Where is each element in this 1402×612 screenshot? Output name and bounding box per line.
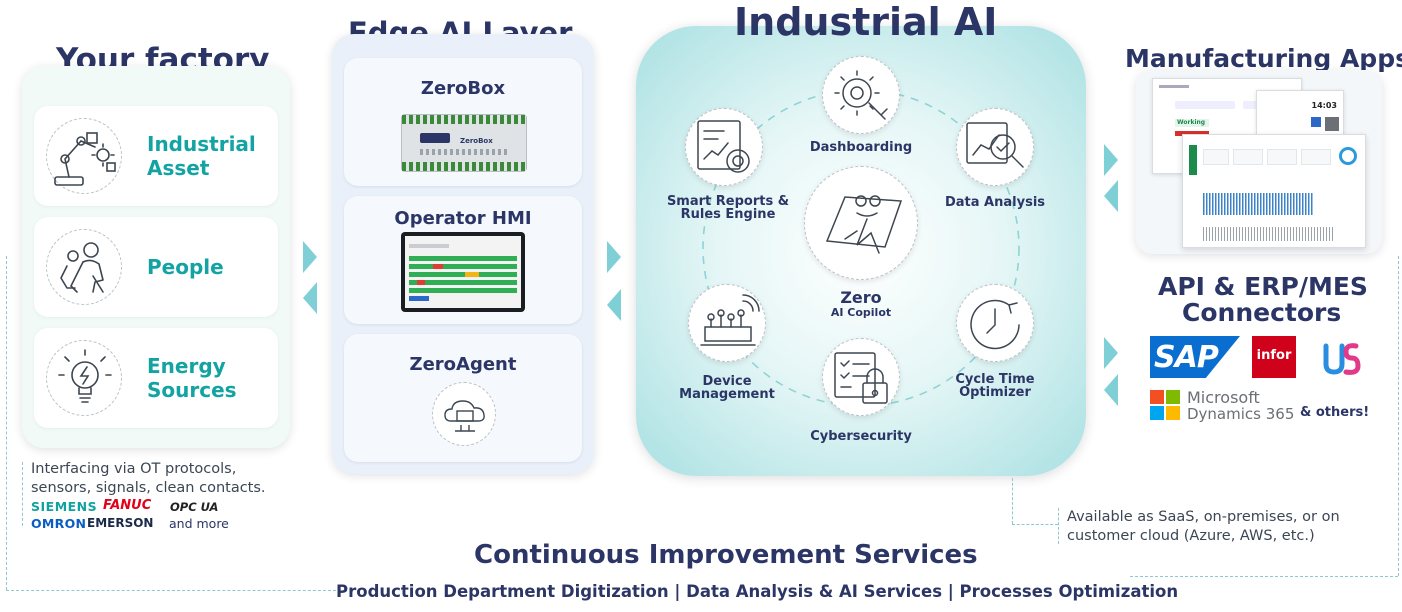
zerobox-device-label: ZeroBox	[460, 137, 493, 145]
sap-logo: SAP	[1150, 336, 1240, 378]
arrow-right-icon	[303, 241, 317, 273]
ai-node-smart-reports[interactable]	[685, 108, 763, 186]
people-icon	[46, 229, 122, 305]
and-more-text: and more	[169, 516, 229, 531]
emerson-logo: EMERSON	[87, 516, 154, 530]
others-text: & others!	[1300, 405, 1370, 420]
cloud-computer-icon	[432, 382, 496, 446]
app-status: Working	[1175, 119, 1209, 127]
ai-node-cycle-time-optimizer[interactable]	[956, 284, 1034, 362]
connectors-title-line1: API & ERP/MES	[1158, 272, 1368, 301]
ai-title: Industrial AI	[734, 0, 998, 44]
ai-node-device-management[interactable]	[688, 284, 766, 362]
sap-logo-text: SAP	[1154, 340, 1219, 375]
factory-note-line2: sensors, signals, clean contacts.	[31, 480, 266, 496]
factory-item-label: Energy	[147, 354, 226, 378]
ai-node-label: Smart Reports &	[666, 194, 790, 209]
arrow-right-icon	[1104, 144, 1118, 176]
ai-node-data-analysis[interactable]	[956, 108, 1034, 186]
arrow-left-icon	[1104, 374, 1118, 406]
availability-line2: customer cloud (Azure, AWS, etc.)	[1067, 528, 1315, 544]
services-loop-right	[1398, 256, 1399, 576]
arrow-right-icon	[1104, 337, 1118, 369]
app-clock: 14:03	[1311, 101, 1337, 110]
copilot-subtitle: AI Copilot	[830, 306, 892, 319]
edge-panel: ZeroBox ZeroBox Operator HMI	[332, 34, 594, 474]
availability-divider	[1058, 508, 1059, 544]
ai-node-label: Device	[702, 374, 752, 389]
factory-item-people[interactable]: People	[34, 217, 278, 317]
copilot-title: Zero	[840, 288, 882, 307]
hmi-screen-image	[401, 232, 525, 312]
arrow-left-icon	[303, 282, 317, 314]
services-subtitle: Production Department Digitization | Dat…	[336, 582, 1179, 601]
microsoft-logo	[1150, 390, 1180, 420]
lightbulb-icon	[46, 340, 122, 416]
robot-arm-icon	[46, 118, 122, 194]
factory-item-label: People	[147, 255, 224, 279]
infor-logo-text: infor	[1256, 348, 1292, 363]
availability-line1: Available as SaaS, on-premises, or on	[1067, 509, 1340, 525]
arrow-right-icon	[607, 241, 621, 273]
ai-node-cybersecurity[interactable]	[822, 338, 900, 416]
ai-node-label: Cybersecurity	[810, 429, 912, 444]
services-loop-left	[6, 256, 7, 590]
edge-item-label: ZeroBox	[420, 78, 506, 99]
factory-item-industrial-asset[interactable]: Industrial Asset	[34, 106, 278, 206]
ai-node-label: Management	[679, 387, 775, 402]
ai-node-label: Rules Engine	[680, 207, 776, 222]
services-loop-bottom-right	[1130, 576, 1398, 577]
siemens-logo: SIEMENS	[31, 499, 98, 514]
app-screenshot	[1182, 134, 1366, 248]
tulip-logo	[1320, 336, 1362, 378]
ai-node-label: Cycle Time	[955, 372, 1035, 387]
services-loop-bottom-left	[6, 590, 336, 591]
edge-item-label: Operator HMI	[394, 208, 532, 229]
ai-node-label: Optimizer	[959, 385, 1031, 400]
omron-logo: OMRON	[31, 516, 87, 531]
factory-item-label: Industrial	[147, 132, 256, 156]
services-title: Continuous Improvement Services	[474, 540, 978, 570]
availability-connector	[1012, 524, 1058, 525]
ai-node-label: Data Analysis	[944, 195, 1046, 210]
infor-logo: infor	[1252, 336, 1296, 378]
arrow-left-icon	[1104, 180, 1118, 212]
apps-title: Manufacturing Apps	[1125, 44, 1402, 73]
edge-item-operator-hmi[interactable]: Operator HMI	[344, 196, 582, 324]
dynamics-text: Dynamics 365	[1187, 405, 1295, 423]
opc-ua-logo: OPC UA	[170, 500, 219, 514]
factory-item-label: Asset	[147, 156, 210, 180]
edge-item-zerobox[interactable]: ZeroBox ZeroBox	[344, 58, 582, 186]
edge-item-zeroagent[interactable]: ZeroAgent	[344, 334, 582, 462]
edge-item-label: ZeroAgent	[409, 354, 517, 375]
connectors-title-line2: Connectors	[1182, 298, 1342, 327]
ai-node-label: Dashboarding	[809, 140, 913, 155]
availability-connector	[1012, 478, 1013, 524]
note-divider	[22, 462, 23, 526]
factory-panel: Industrial Asset People Ene	[22, 66, 290, 448]
microsoft-text: Microsoft	[1187, 388, 1260, 407]
zerobox-device-image: ZeroBox	[401, 114, 527, 172]
arrow-left-icon	[607, 289, 621, 321]
apps-panel: Working 14:03	[1136, 70, 1382, 254]
factory-item-label: Sources	[147, 378, 237, 402]
copilot-icon	[804, 166, 918, 280]
factory-item-energy-sources[interactable]: Energy Sources	[34, 328, 278, 428]
ai-node-dashboarding[interactable]	[822, 56, 900, 134]
ai-ring	[702, 89, 1020, 407]
fanuc-logo: FANUC	[103, 498, 152, 513]
factory-note-line1: Interfacing via OT protocols,	[31, 461, 237, 477]
